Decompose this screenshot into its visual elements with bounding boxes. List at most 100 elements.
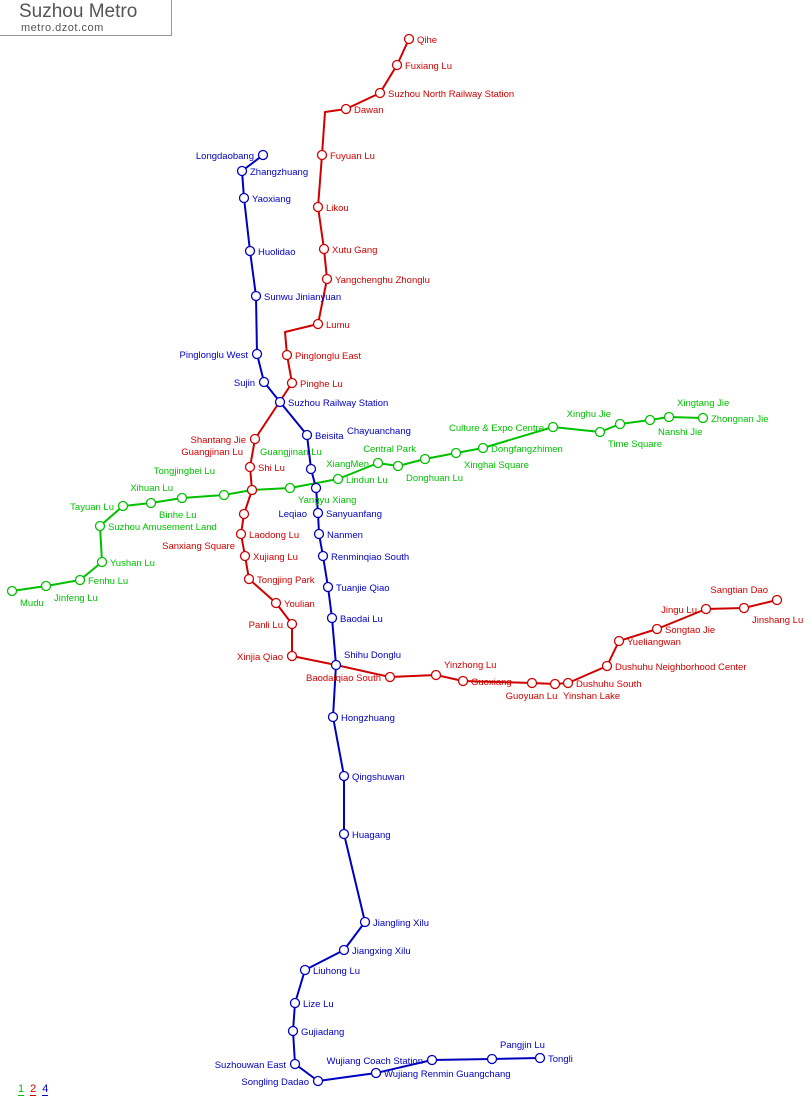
station-label[interactable]: Culture & Expo Centre — [449, 423, 544, 434]
station-label[interactable]: Hongzhuang — [341, 713, 395, 724]
station-label[interactable]: Sanxiang Square — [162, 541, 235, 552]
station-label[interactable]: Guangjinan Lu — [260, 447, 322, 458]
station-label[interactable]: Yinshan Lake — [563, 691, 620, 702]
station-marker[interactable] — [450, 447, 462, 459]
station-marker[interactable] — [312, 507, 324, 519]
station-label[interactable]: Nanmen — [327, 530, 363, 541]
station-label[interactable]: Yueliangwan — [627, 637, 681, 648]
station-label[interactable]: Guoyuan Lu — [506, 691, 558, 702]
station-label[interactable]: Qihe — [417, 35, 437, 46]
station-marker[interactable] — [176, 492, 188, 504]
station-marker[interactable] — [286, 650, 298, 662]
station-marker[interactable] — [257, 149, 269, 161]
station-marker[interactable] — [392, 460, 404, 472]
station-marker[interactable] — [312, 201, 324, 213]
station-label[interactable]: Yushan Lu — [110, 558, 155, 569]
legend-line-4[interactable]: 4 — [42, 1083, 49, 1096]
station-label[interactable]: Lindun Lu — [346, 475, 388, 486]
station-marker[interactable] — [403, 33, 415, 45]
station-label[interactable]: Suzhou Amusement Land — [108, 522, 217, 533]
station-label[interactable]: Xinjia Qiao — [237, 652, 283, 663]
station-marker[interactable] — [316, 149, 328, 161]
station-label[interactable]: Pinghe Lu — [300, 379, 343, 390]
station-label[interactable]: Shi Lu — [258, 463, 285, 474]
station-marker[interactable] — [117, 500, 129, 512]
station-label[interactable]: Shantang Jie — [191, 435, 246, 446]
station-marker[interactable] — [384, 671, 396, 683]
station-label[interactable]: Wujiang Renmin Guangchang — [384, 1069, 511, 1080]
station-marker[interactable] — [327, 711, 339, 723]
station-marker[interactable] — [238, 192, 250, 204]
station-label[interactable]: Guoxiang — [471, 677, 512, 688]
station-label[interactable]: Xujiang Lu — [253, 552, 298, 563]
station-marker[interactable] — [96, 556, 108, 568]
station-marker[interactable] — [239, 550, 251, 562]
station-label[interactable]: Zhongnan Jie — [711, 414, 769, 425]
station-marker[interactable] — [145, 497, 157, 509]
station-marker[interactable] — [289, 997, 301, 1009]
station-marker[interactable] — [74, 574, 86, 586]
station-label[interactable]: Tayuan Lu — [70, 502, 114, 513]
station-label[interactable]: Xinghu Jie — [567, 409, 611, 420]
station-label[interactable]: Leqiao — [278, 509, 307, 520]
station-marker[interactable] — [238, 508, 250, 520]
station-marker[interactable] — [313, 528, 325, 540]
station-label[interactable]: XiangMen — [326, 459, 369, 470]
station-label[interactable]: Guangjinan Lu — [181, 447, 243, 458]
station-marker[interactable] — [312, 318, 324, 330]
station-marker[interactable] — [289, 1058, 301, 1070]
station-marker[interactable] — [235, 528, 247, 540]
legend-line-2[interactable]: 2 — [30, 1083, 37, 1096]
station-marker[interactable] — [249, 433, 261, 445]
station-marker[interactable] — [663, 411, 675, 423]
station-label[interactable]: Dushuhu Neighborhood Center — [615, 662, 747, 673]
station-label[interactable]: Huolidao — [258, 247, 296, 258]
station-marker[interactable] — [305, 463, 317, 475]
station-label[interactable]: Lize Lu — [303, 999, 334, 1010]
station-label[interactable]: Central Park — [363, 444, 416, 455]
station-label[interactable]: Xinghai Square — [464, 460, 529, 471]
station-label[interactable]: Longdaobang — [196, 151, 254, 162]
station-label[interactable]: Liuhong Lu — [313, 966, 360, 977]
station-marker[interactable] — [286, 377, 298, 389]
station-label[interactable]: Sanyuanfang — [326, 509, 382, 520]
station-marker[interactable] — [457, 675, 469, 687]
station-label[interactable]: Songling Dadao — [241, 1077, 309, 1088]
station-label[interactable]: Suzhou Railway Station — [288, 398, 388, 409]
station-label[interactable]: Yangchenghu Zhonglu — [335, 275, 430, 286]
station-marker[interactable] — [281, 349, 293, 361]
station-marker[interactable] — [94, 520, 106, 532]
station-marker[interactable] — [419, 453, 431, 465]
station-label[interactable]: Xutu Gang — [332, 245, 377, 256]
station-marker[interactable] — [526, 677, 538, 689]
station-label[interactable]: Gujiadang — [301, 1027, 344, 1038]
station-marker[interactable] — [258, 376, 270, 388]
station-label[interactable]: Renminqiao South — [331, 552, 409, 563]
station-label[interactable]: Jiangxing Xilu — [352, 946, 411, 957]
station-marker[interactable] — [614, 418, 626, 430]
station-label[interactable]: Pinglonglu West — [180, 350, 249, 361]
station-label[interactable]: Lumu — [326, 320, 350, 331]
station-marker[interactable] — [374, 87, 386, 99]
station-label[interactable]: Yinzhong Lu — [444, 660, 496, 671]
station-marker[interactable] — [426, 1054, 438, 1066]
station-marker[interactable] — [246, 484, 258, 496]
station-marker[interactable] — [270, 597, 282, 609]
station-label[interactable]: Tuanjie Qiao — [336, 583, 390, 594]
station-label[interactable]: Youlian — [284, 599, 315, 610]
station-marker[interactable] — [700, 603, 712, 615]
station-marker[interactable] — [372, 457, 384, 469]
station-marker[interactable] — [613, 635, 625, 647]
station-label[interactable]: Chayuanchang — [347, 426, 411, 437]
station-marker[interactable] — [370, 1067, 382, 1079]
station-marker[interactable] — [549, 678, 561, 690]
station-label[interactable]: Wujiang Coach Station — [327, 1056, 423, 1067]
station-label[interactable]: Beisita — [315, 431, 344, 442]
station-marker[interactable] — [338, 770, 350, 782]
station-marker[interactable] — [284, 482, 296, 494]
station-label[interactable]: Tongjingbei Lu — [154, 466, 215, 477]
station-marker[interactable] — [299, 964, 311, 976]
station-marker[interactable] — [340, 103, 352, 115]
station-marker[interactable] — [486, 1053, 498, 1065]
station-label[interactable]: Dushuhu South — [576, 679, 642, 690]
